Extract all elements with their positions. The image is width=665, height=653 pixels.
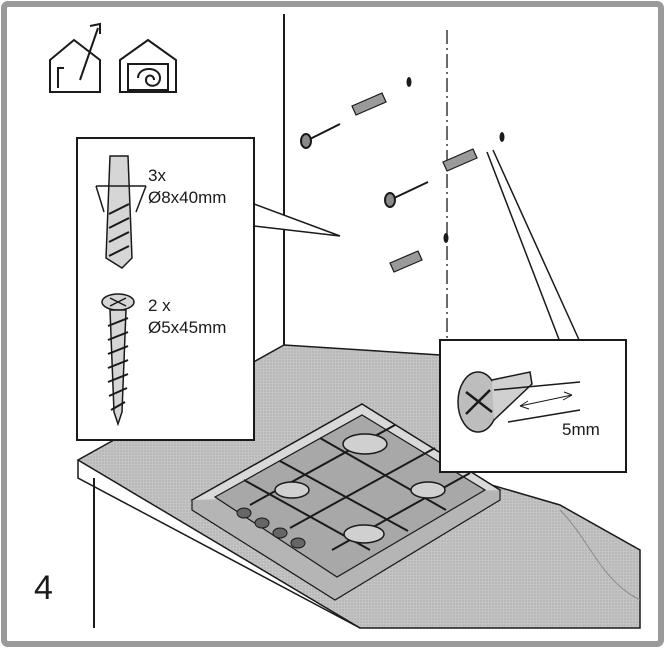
gap-dimension: 5mm bbox=[562, 420, 600, 439]
parts-box bbox=[76, 137, 255, 441]
house-recirculation-icon bbox=[119, 38, 177, 93]
plug-illustration bbox=[95, 155, 147, 269]
wall-screw bbox=[300, 123, 429, 208]
wall-holes bbox=[406, 77, 505, 243]
detail-callout bbox=[486, 149, 581, 343]
plug-quantity: 3x bbox=[148, 166, 166, 185]
screw-illustration bbox=[101, 293, 135, 427]
plug-size: Ø8x40mm bbox=[148, 188, 227, 207]
wall-plug bbox=[351, 92, 478, 273]
screw-quantity: 2 x bbox=[148, 296, 171, 315]
screw-detail bbox=[457, 371, 581, 433]
house-arrow-icon bbox=[49, 22, 101, 93]
screw-size: Ø5x45mm bbox=[148, 318, 227, 337]
step-number: 4 bbox=[34, 569, 53, 607]
hob bbox=[190, 403, 502, 601]
parts-callout bbox=[253, 203, 341, 237]
